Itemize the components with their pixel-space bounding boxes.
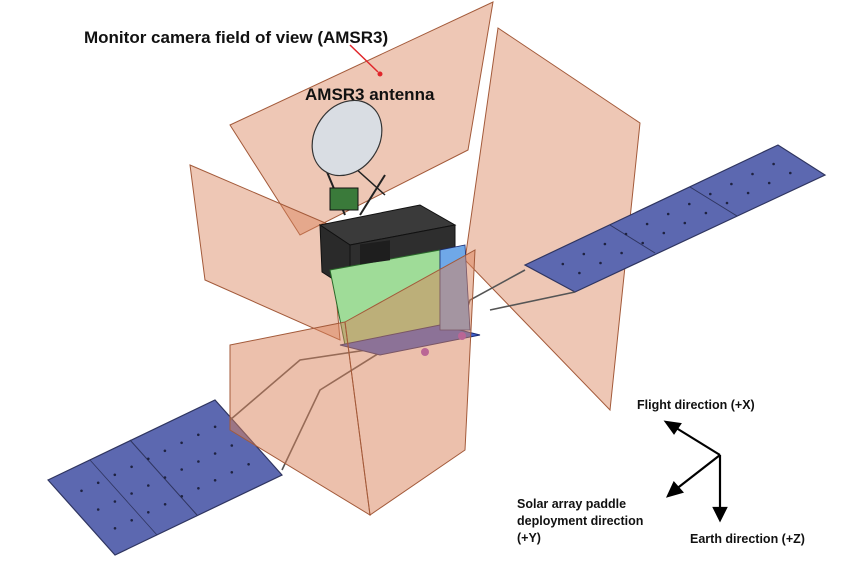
solar-cell-dot bbox=[683, 221, 687, 225]
solar-cell-dot bbox=[709, 192, 712, 196]
solar-cell-dot bbox=[147, 511, 150, 514]
solar-cell-dot bbox=[789, 171, 792, 175]
solar-cell-dot bbox=[147, 457, 150, 461]
solar-cell-dot bbox=[772, 162, 775, 166]
solar-cell-dot bbox=[247, 463, 250, 466]
solar-cell-dot bbox=[130, 465, 133, 469]
solar-cell-dot bbox=[561, 262, 565, 266]
solar-label-line1: Solar array paddle bbox=[517, 497, 627, 511]
solar-cell-dot bbox=[96, 508, 100, 511]
solar-cell-dot bbox=[197, 460, 200, 463]
solar-direction-label: Solar array paddle deployment direction … bbox=[517, 496, 707, 547]
axis-arrows bbox=[663, 420, 728, 523]
solar-cell-dot bbox=[113, 527, 117, 530]
solar-cell-dot bbox=[147, 484, 150, 487]
flight-direction-label: Flight direction (+X) bbox=[637, 398, 755, 412]
solar-cell-dot bbox=[113, 473, 117, 477]
solar-cell-dot bbox=[624, 232, 628, 236]
solar-cell-dot bbox=[130, 492, 133, 495]
solar-cell-dot bbox=[688, 202, 691, 206]
amsr3-antenna bbox=[311, 99, 386, 216]
antenna-dish bbox=[311, 99, 383, 177]
solar-cell-dot bbox=[578, 271, 581, 275]
solar-cell-dot bbox=[113, 500, 117, 503]
solar-cell-dot bbox=[704, 211, 708, 215]
solar-cell-dot bbox=[641, 241, 644, 245]
arrow-head-solar bbox=[665, 481, 684, 498]
fov-plane-front-right bbox=[344, 249, 476, 516]
fov-plane-right bbox=[464, 27, 641, 412]
solar-cell-dot bbox=[746, 191, 750, 195]
solar-cell-dot bbox=[620, 251, 623, 255]
solar-cell-dot bbox=[163, 476, 167, 479]
solar-cell-dot bbox=[666, 212, 670, 216]
fov-pointer-line bbox=[349, 44, 379, 73]
solar-cell-dot bbox=[180, 468, 183, 471]
solar-cell-dot bbox=[730, 182, 733, 186]
solar-cell-dot bbox=[230, 444, 234, 447]
solar-cell-dot bbox=[197, 487, 200, 490]
solar-cell-dot bbox=[80, 489, 83, 493]
solar-cell-dot bbox=[582, 252, 586, 256]
solar-cell-dot bbox=[197, 433, 200, 437]
solar-cell-dot bbox=[180, 495, 184, 498]
solar-cell-dot bbox=[767, 181, 771, 185]
antenna-label: AMSR3 antenna bbox=[305, 85, 435, 104]
solar-cell-dot bbox=[213, 452, 217, 455]
solar-cell-dot bbox=[603, 242, 607, 246]
solar-cell-dot bbox=[130, 519, 133, 522]
solar-cell-dot bbox=[180, 441, 183, 445]
earth-direction-label: Earth direction (+Z) bbox=[690, 532, 805, 546]
fov-pointer-dot bbox=[377, 71, 383, 77]
solar-cell-dot bbox=[230, 471, 234, 474]
fov-title-label: Monitor camera field of view (AMSR3) bbox=[84, 28, 389, 47]
solar-label-line2: deployment direction bbox=[517, 514, 644, 528]
arrow-head-earth bbox=[712, 506, 728, 523]
solar-cell-dot bbox=[751, 172, 754, 176]
solar-cell-dot bbox=[599, 261, 602, 265]
solar-cell-dot bbox=[213, 479, 217, 482]
solar-cell-dot bbox=[163, 449, 167, 453]
solar-panel-right bbox=[523, 144, 827, 293]
solar-label-line3: (+Y) bbox=[517, 531, 541, 545]
solar-cell-dot bbox=[163, 503, 167, 506]
solar-cell-dot bbox=[645, 222, 649, 226]
arrow-head-flight bbox=[663, 420, 682, 435]
solar-cell-dot bbox=[213, 425, 217, 429]
solar-cell-dot bbox=[725, 201, 729, 205]
fov-planes-front bbox=[229, 249, 476, 516]
solar-cell-dot bbox=[662, 231, 666, 235]
solar-panel-right-surface bbox=[523, 144, 827, 293]
solar-cell-dot bbox=[96, 481, 100, 485]
